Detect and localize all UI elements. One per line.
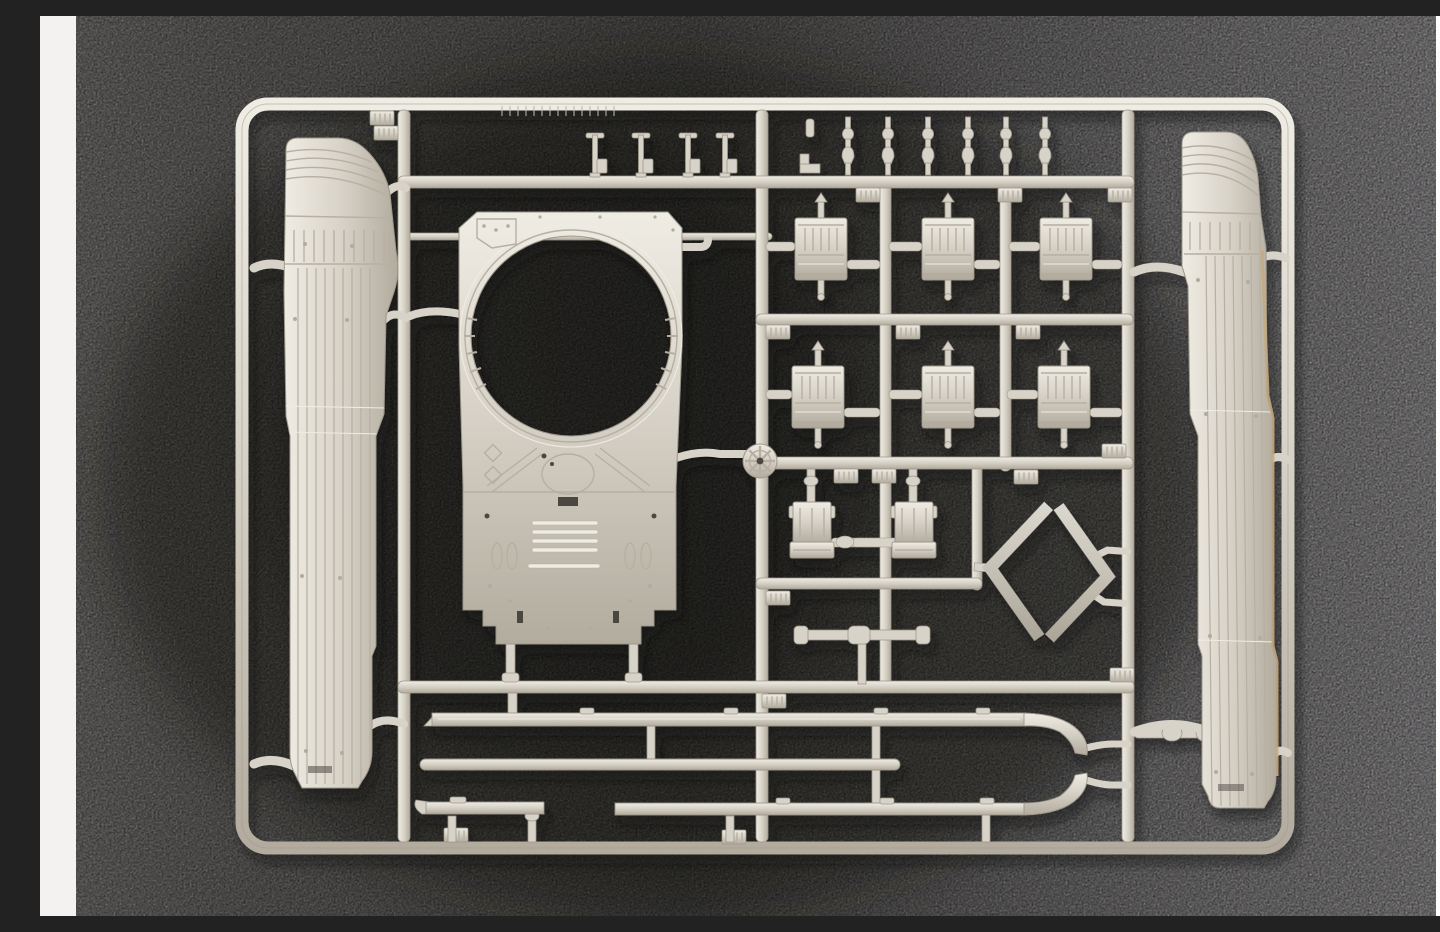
- fender-side-rail-upper: [423, 707, 1132, 756]
- road-wheel-disc: [742, 443, 778, 479]
- broken-pin-stub: [805, 118, 815, 138]
- fender-side-rail-lower: [614, 772, 1132, 816]
- fuel-tank-grid: [765, 192, 1123, 450]
- runner-h5: [397, 680, 1135, 694]
- skirt-tan-edge: [1260, 249, 1279, 776]
- runner-v1: [397, 109, 411, 843]
- driver-hatch-oval: [541, 453, 595, 495]
- runner-h4: [755, 577, 983, 590]
- turret-ring-bolt-ticks: [464, 317, 678, 390]
- runner-h2: [755, 313, 1134, 326]
- gun-barrel-rod: [419, 758, 901, 771]
- sprue-tree: [235, 97, 1295, 855]
- runner-h3: [755, 456, 1134, 470]
- side-skirt-panel-right: [1129, 131, 1292, 809]
- latch-slot: [558, 497, 578, 506]
- runner-v4: [999, 181, 1012, 472]
- linkage-dumbbell-bar: [793, 625, 931, 685]
- turret-roof-plate: [406, 211, 760, 683]
- photo-margin-left: [40, 16, 76, 916]
- stowage-box: [788, 501, 836, 559]
- stowage-boxes: [788, 468, 938, 559]
- side-skirt-panel-left: [249, 137, 410, 789]
- periscope-pins: [799, 116, 1052, 176]
- skirt-surface-ribs: [284, 148, 398, 784]
- runner-v3: [879, 181, 892, 689]
- skirt-surface-ribs: [1182, 145, 1276, 807]
- bottom-strip-parts: [414, 692, 1213, 843]
- runner-h1: [397, 175, 1135, 189]
- photo-margin-right: [1436, 16, 1440, 916]
- short-fender-strip: [414, 796, 545, 815]
- runner-grid: [397, 109, 1135, 843]
- runner-v5: [1121, 109, 1135, 843]
- plate-corner-bracket: [476, 218, 517, 249]
- photo: Top-down photograph of an unbuilt light-…: [40, 16, 1440, 916]
- stowage-box: [890, 501, 938, 559]
- diamond-pad: [483, 465, 503, 485]
- diamond-pad: [483, 443, 503, 463]
- brush-guard-chevrons: [973, 501, 1132, 643]
- engine-grille-ribs: [527, 520, 601, 569]
- frame-molded-ribs: [501, 106, 615, 116]
